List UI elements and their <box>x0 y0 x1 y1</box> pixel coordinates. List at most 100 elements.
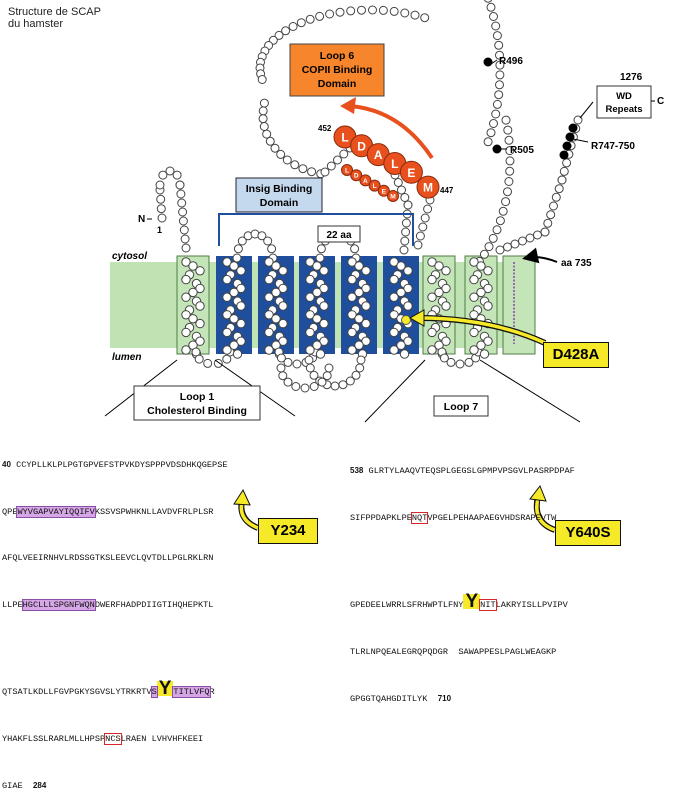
seq2-l3b: NIT <box>479 599 497 611</box>
residue <box>232 349 243 359</box>
loop1-box <box>133 385 261 421</box>
residue <box>203 358 213 368</box>
residue <box>533 230 542 240</box>
residue <box>505 156 515 166</box>
residue <box>309 370 319 380</box>
residue <box>476 261 486 271</box>
seq1-l2a: QPE <box>2 506 18 517</box>
residue <box>320 167 330 177</box>
residue <box>427 292 437 302</box>
seq2-end: 710 <box>437 694 452 703</box>
residue <box>345 376 355 386</box>
residue <box>483 301 493 311</box>
aa735-label: aa 735 <box>561 258 592 269</box>
residue <box>413 240 423 250</box>
residue <box>350 169 363 182</box>
residue <box>543 218 553 228</box>
residue <box>401 227 411 237</box>
c-terminus-label: C <box>657 96 664 107</box>
residue <box>305 363 315 373</box>
residue <box>495 50 504 60</box>
residue <box>258 114 268 124</box>
residue <box>361 283 371 294</box>
residue <box>346 6 356 16</box>
residue <box>172 170 182 180</box>
seq2-l4b: SAWAPPESLPAGLWEAGKP <box>458 646 557 657</box>
residue <box>312 314 322 324</box>
residue <box>237 236 247 246</box>
residue <box>319 318 329 329</box>
residue <box>483 0 493 3</box>
residue <box>504 177 514 186</box>
residue <box>278 318 288 329</box>
residue <box>397 185 406 195</box>
residue <box>387 190 399 202</box>
residue <box>195 301 205 311</box>
residue <box>264 274 274 285</box>
y640s-label: Y640S <box>555 520 621 546</box>
seq2-l2c: VPGELPEHAAPAEGVHDSRAPEVTW <box>427 512 557 523</box>
residue <box>178 216 188 226</box>
residue <box>236 318 246 329</box>
seq1-l1: CCYPLLKLPLPGTGPVEFSTPVKDYSPPPVDSDHKQGEPS… <box>16 460 228 470</box>
y234-residue: Y <box>156 678 174 699</box>
seq2-line5: GPGGTQAHGDITLYK 710 <box>350 691 575 708</box>
residue <box>368 179 381 192</box>
loop7-connector-left <box>364 359 426 423</box>
residue <box>396 261 406 271</box>
loop6-line1: Loop 6 <box>320 50 355 62</box>
seq1-l6c: LRAEN <box>120 733 152 744</box>
residue <box>503 125 513 135</box>
residue <box>389 292 399 302</box>
residue <box>264 257 274 267</box>
res452-label: 452 <box>318 124 332 133</box>
residue <box>259 122 269 131</box>
loop6-residue-letter: L <box>391 157 398 171</box>
residue <box>546 210 556 220</box>
residue <box>265 136 275 146</box>
residue <box>377 184 390 197</box>
residue <box>410 10 420 20</box>
residue <box>155 180 165 190</box>
insig-line2: Domain <box>260 197 299 209</box>
seq1-line7: GIAE 284 <box>2 778 228 795</box>
residue <box>483 283 493 294</box>
residue <box>157 213 167 223</box>
residue <box>179 225 189 235</box>
residue <box>483 336 493 346</box>
residue <box>495 245 505 255</box>
residue <box>262 129 272 139</box>
residue <box>356 355 366 365</box>
seq1-l6b: NCS <box>104 732 122 745</box>
residue <box>312 340 322 350</box>
wd-box <box>596 85 652 119</box>
residue <box>181 274 191 285</box>
residue <box>403 266 413 276</box>
residue <box>325 9 335 19</box>
residue <box>492 99 502 109</box>
residue <box>389 327 399 338</box>
seq2-line4: TLRLNPQEALEGRQPQDGR SAWAPPESLPAGLWEAGKP <box>350 645 575 661</box>
residue <box>351 370 361 380</box>
residue <box>319 266 329 276</box>
residue <box>501 115 511 125</box>
residue <box>489 12 498 21</box>
residue <box>333 155 342 165</box>
residue <box>315 11 325 21</box>
residue <box>276 149 286 159</box>
residue <box>339 149 349 159</box>
residue <box>418 222 428 232</box>
loop7-box <box>433 395 489 417</box>
residue <box>403 200 413 210</box>
residue <box>554 184 564 194</box>
loop6-small-residue-letter: L <box>345 168 349 175</box>
loop6-residue-letter: L <box>341 131 348 145</box>
residue <box>403 283 413 294</box>
residue <box>181 257 191 267</box>
residue <box>495 80 504 90</box>
residue <box>488 233 498 243</box>
residue <box>510 239 520 249</box>
residue <box>494 90 504 100</box>
residue <box>479 249 489 259</box>
